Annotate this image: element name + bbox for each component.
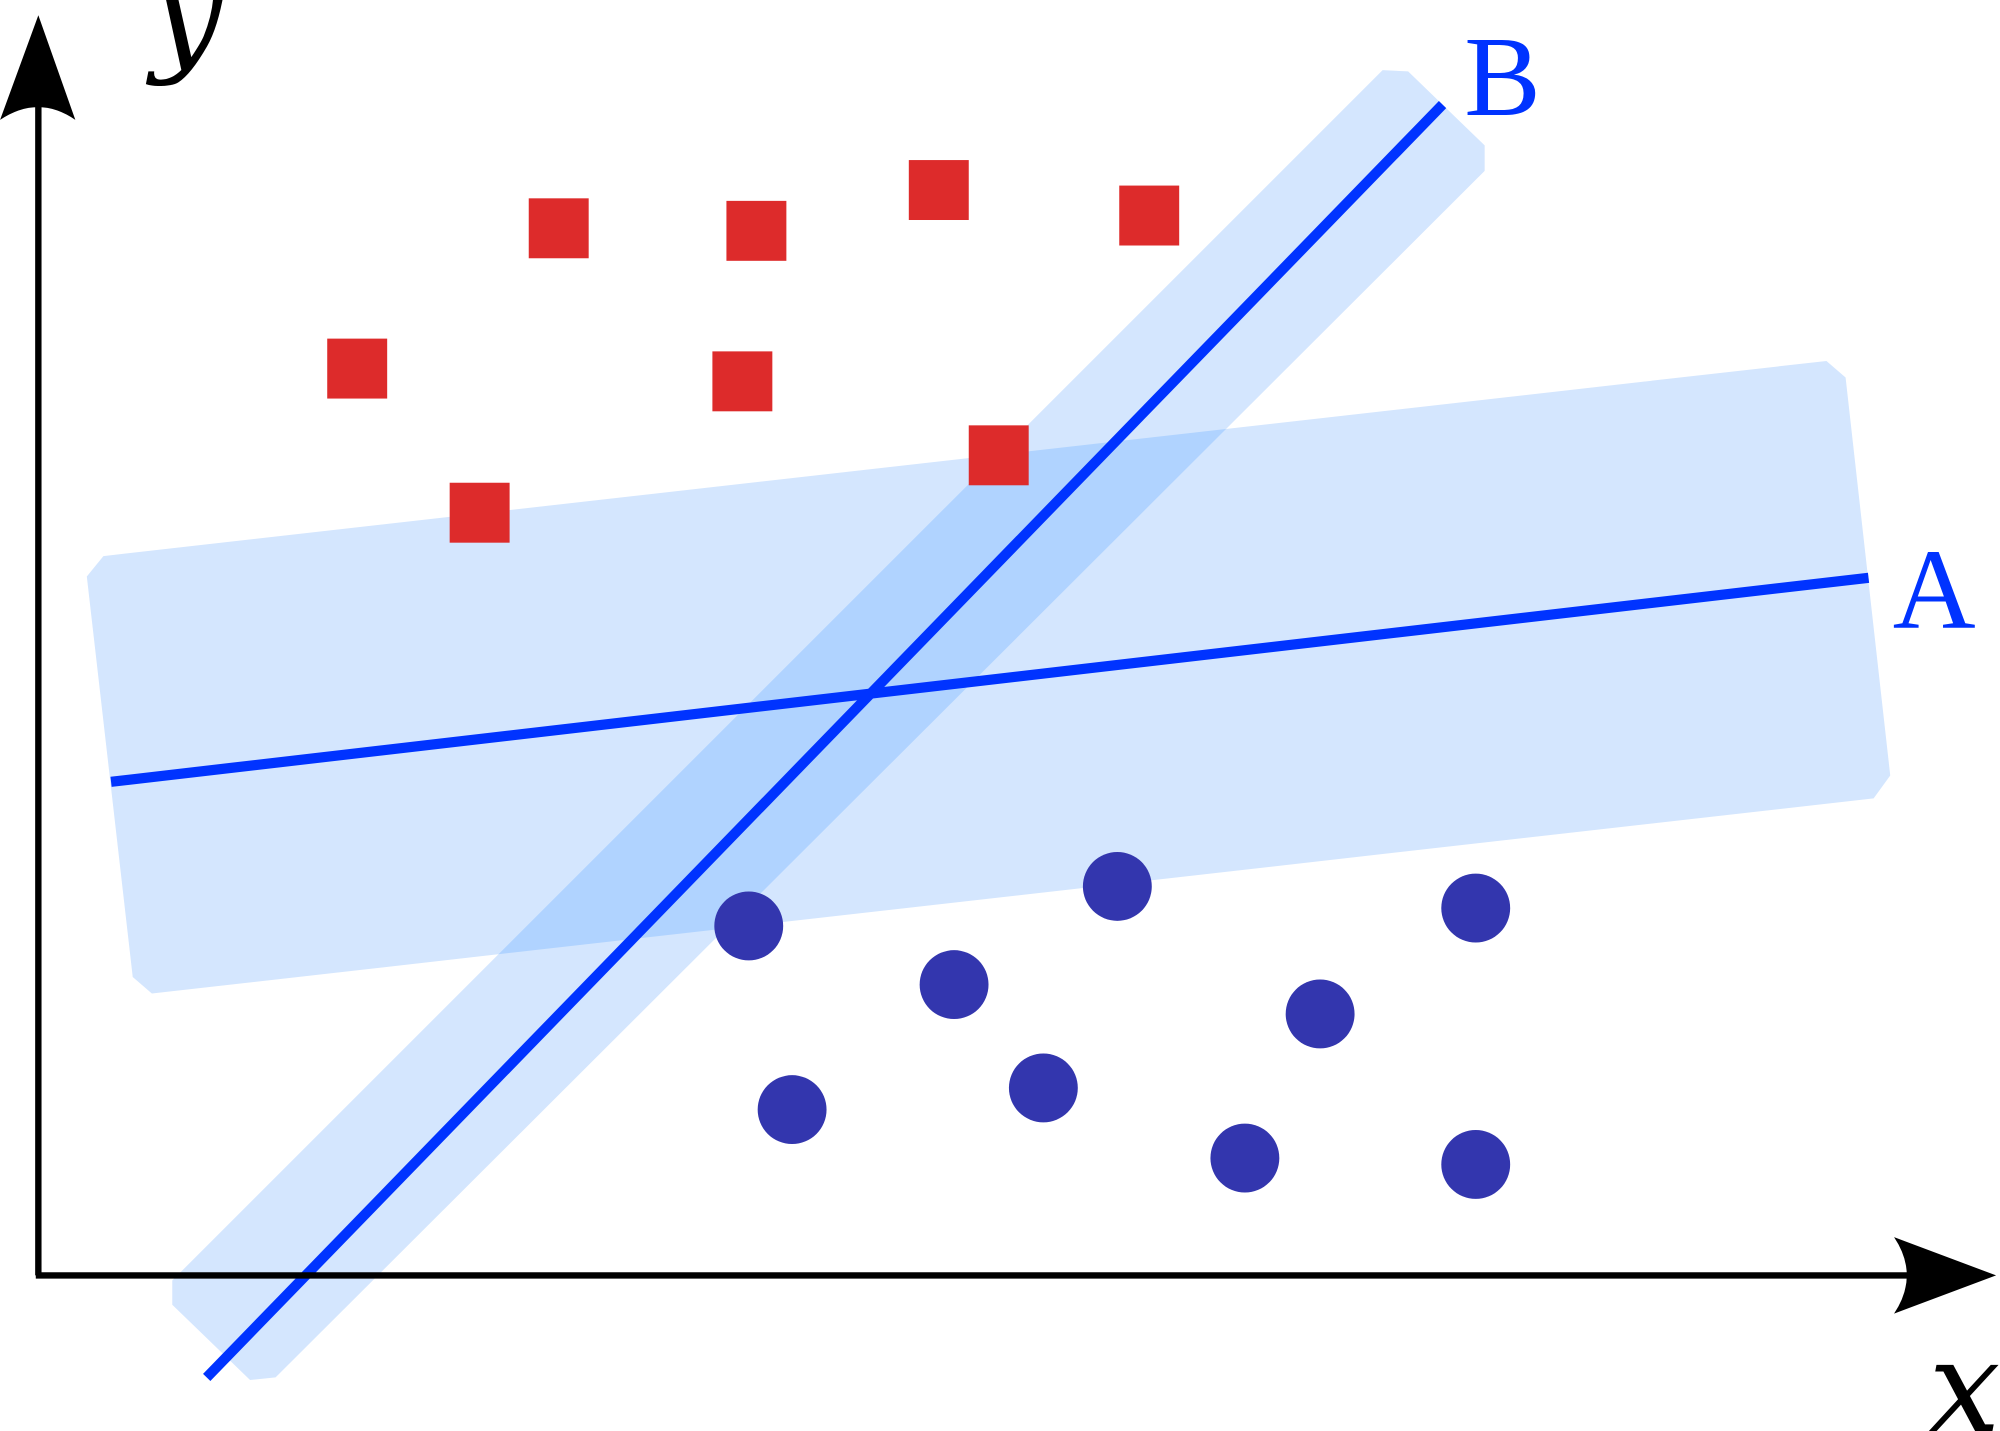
separator-line-b (203, 101, 1447, 1381)
line-a-label: A (1893, 525, 1976, 652)
x-axis (35, 1237, 1997, 1314)
y-axis (0, 15, 76, 1276)
class-square-point (968, 425, 1029, 486)
x-axis-arrow-icon (1894, 1237, 1997, 1314)
class-square-point (712, 351, 773, 412)
y-axis-arrow-icon (0, 15, 76, 120)
class-circle-point (757, 1075, 827, 1145)
class-circle-point (1008, 1053, 1078, 1123)
class-circle-point (1210, 1123, 1280, 1193)
y-axis-label: y (146, 0, 225, 88)
class-circle-point (1285, 979, 1355, 1049)
class-circle-point (1082, 851, 1152, 921)
class-square-point (528, 198, 589, 259)
separator-line-a (110, 572, 1870, 787)
class-square-point (449, 482, 510, 543)
class-square-point (726, 200, 787, 261)
class-circle-point (714, 891, 784, 961)
class-circle-point (1441, 1130, 1511, 1199)
class-square-point (1119, 185, 1180, 246)
line-b-label: B (1464, 13, 1541, 140)
class-square-point (327, 338, 388, 399)
class-circle-point (1441, 873, 1511, 943)
x-axis-label: x (1928, 1314, 2000, 1431)
class-square-point (908, 160, 969, 221)
class-circle-point (919, 950, 989, 1020)
